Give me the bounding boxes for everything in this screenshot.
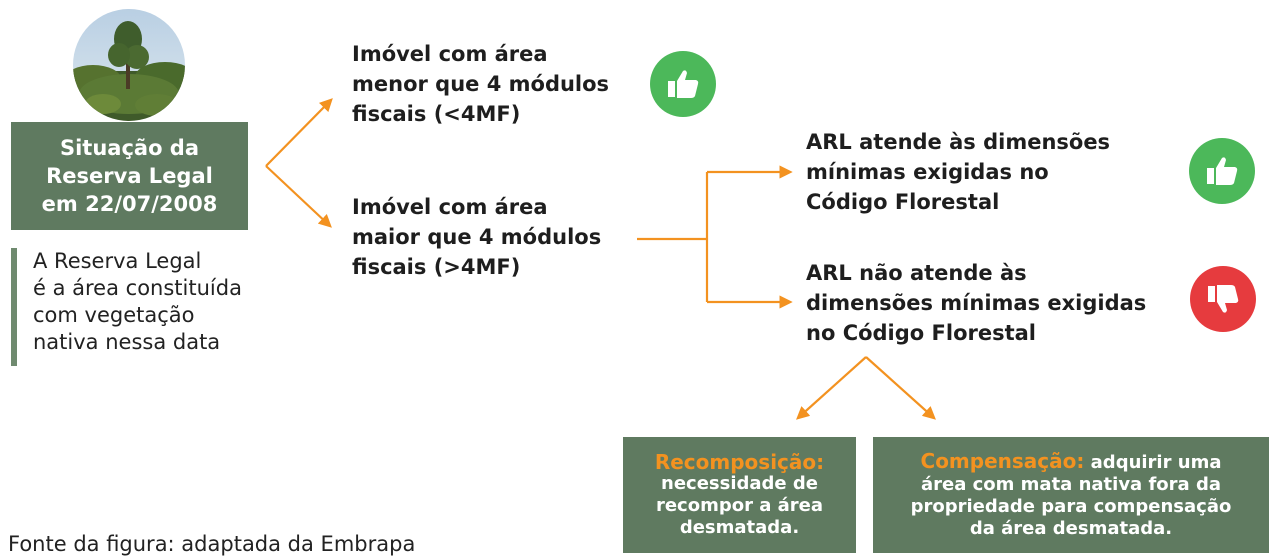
title-line: em 22/07/2008 <box>41 192 218 216</box>
arl-line: no Código Florestal <box>806 321 1037 345</box>
arrow-to-large-property <box>265 165 332 228</box>
thumbs-down-icon <box>1190 266 1256 332</box>
branch-line: Imóvel com área <box>352 42 548 66</box>
branch-line: Imóvel com área <box>352 195 548 219</box>
arl-line: ARL atende às dimensões <box>806 130 1111 154</box>
arl-line: dimensões mínimas exigidas <box>806 291 1147 315</box>
recomposicao-line: recompor a área <box>655 495 824 516</box>
note-line: com vegetação <box>33 303 195 327</box>
arl-not-ok-text: ARL não atende às dimensões mínimas exig… <box>806 258 1186 348</box>
thumbs-up-icon <box>1189 138 1255 204</box>
note-line: A Reserva Legal <box>33 249 202 273</box>
compensacao-line: da área desmatada. <box>969 518 1173 539</box>
arl-ok-text: ARL atende às dimensões mínimas exigidas… <box>806 127 1166 217</box>
recomposicao-box: Recomposição: necessidade de recompor a … <box>623 437 856 553</box>
arrow-to-small-property <box>265 98 333 167</box>
title-line: Situação da <box>59 136 200 160</box>
arl-line: Código Florestal <box>806 190 1000 214</box>
branch-large-property: Imóvel com área maior que 4 módulos fisc… <box>352 192 652 282</box>
branch-line: fiscais (<4MF) <box>352 102 521 126</box>
note-line: nativa nessa data <box>33 330 221 354</box>
branch-line: menor que 4 módulos <box>352 72 610 96</box>
compensacao-line: área com mata nativa fora da <box>920 474 1221 495</box>
compensacao-first: adquirir uma <box>1084 452 1222 473</box>
branch-line: maior que 4 módulos <box>352 225 602 249</box>
source-caption: Fonte da figura: adaptada da Embrapa <box>8 532 416 556</box>
arl-line: ARL não atende às <box>806 261 1027 285</box>
recomposicao-line: desmatada. <box>679 517 800 538</box>
situacao-title-box: Situação da Reserva Legal em 22/07/2008 <box>11 122 248 230</box>
branch-small-property: Imóvel com área menor que 4 módulos fisc… <box>352 39 652 129</box>
compensacao-box: Compensação: adquirir uma área com mata … <box>873 437 1269 553</box>
title-line: Reserva Legal <box>46 164 213 188</box>
arl-line: mínimas exigidas no <box>806 160 1049 184</box>
branch-line: fiscais (>4MF) <box>352 255 521 279</box>
arrow-to-compensacao <box>865 356 936 420</box>
thumbs-up-icon <box>650 51 716 117</box>
arrow-to-recomposicao <box>796 356 867 420</box>
note-line: é a área constituída <box>33 276 242 300</box>
compensacao-line: propriedade para compensação <box>910 496 1232 517</box>
forest-photo <box>73 9 185 121</box>
recomposicao-line: necessidade de <box>661 473 818 494</box>
recomposicao-term: Recomposição: <box>654 450 825 474</box>
compensacao-term: Compensação: <box>920 449 1085 473</box>
reserva-legal-note: A Reserva Legal é a área constituída com… <box>11 248 291 366</box>
